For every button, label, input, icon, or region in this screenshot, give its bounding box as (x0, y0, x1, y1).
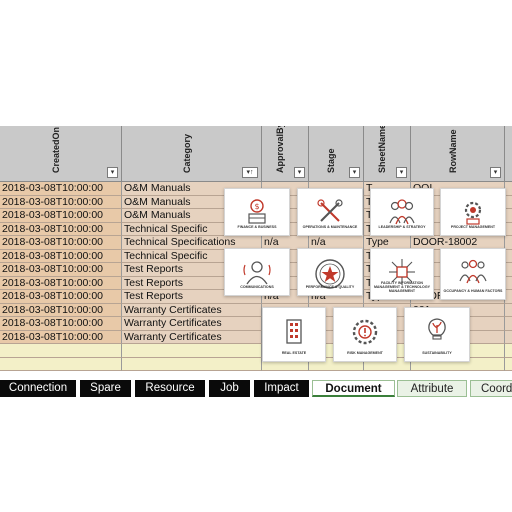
tile-label: Leadership & Strategy (378, 225, 426, 229)
cell-createdon[interactable]: 2018-03-08T10:00:00 (0, 236, 122, 250)
category-tile[interactable]: Risk Management (333, 307, 397, 362)
tile-label: Communications (240, 285, 274, 289)
tile-label: Finance & Business (237, 225, 277, 229)
tab-spare[interactable]: Spare (80, 380, 131, 397)
filter-dropdown-icon[interactable]: ▾ (294, 167, 305, 178)
cell-approvalby[interactable]: n/a (262, 236, 309, 250)
cell-category[interactable] (122, 344, 262, 358)
category-tile[interactable]: Leadership & Strategy (370, 188, 434, 236)
column-header-approvalby[interactable]: ApprovalBy ▾ (262, 126, 309, 182)
category-tile[interactable]: $ Finance & Business (224, 188, 290, 236)
cell-category[interactable]: Warranty Certificates (122, 303, 262, 317)
column-header-partial[interactable] (505, 126, 512, 182)
cell-createdon[interactable]: 2018-03-08T10:00:00 (0, 303, 122, 317)
cell-category[interactable]: Warranty Certificates (122, 330, 262, 344)
cell-createdon[interactable]: 2018-03-08T10:00:00 (0, 195, 122, 209)
tile-label: Project Management (450, 225, 496, 229)
cell-partial[interactable] (505, 195, 512, 209)
filter-dropdown-icon[interactable]: ▾ (349, 167, 360, 178)
column-header-label: Stage (326, 148, 336, 173)
tab-connection[interactable]: Connection (0, 380, 76, 397)
filter-sort-dropdown-icon[interactable]: ▾↑ (242, 167, 258, 178)
cell-createdon[interactable]: 2018-03-08T10:00:00 (0, 209, 122, 223)
cell-createdon[interactable]: 2018-03-08T10:00:00 (0, 330, 122, 344)
tile-label: Facility Information Management & Techno… (373, 281, 431, 293)
svg-text:$: $ (254, 202, 259, 211)
cell-createdon[interactable]: 2018-03-08T10:00:00 (0, 276, 122, 290)
column-header-stage[interactable]: Stage ▾ (309, 126, 364, 182)
cell-category[interactable]: Technical Specifications (122, 236, 262, 250)
cell-category[interactable]: Warranty Certificates (122, 317, 262, 331)
category-tile[interactable]: Performance & Quality (297, 248, 363, 296)
cell-partial[interactable] (505, 236, 512, 250)
cell-createdon[interactable]: 2018-03-08T10:00:00 (0, 182, 122, 196)
tile-label: Sustainability (422, 351, 452, 355)
tab-impact[interactable]: Impact (254, 380, 309, 397)
column-header-category[interactable]: Category ▾↑ (122, 126, 262, 182)
tab-job[interactable]: Job (209, 380, 250, 397)
cell-partial[interactable] (505, 290, 512, 304)
cell-partial[interactable] (505, 222, 512, 236)
column-header-rowname[interactable]: RowName ▾ (411, 126, 505, 182)
category-tile[interactable]: Facility Information Management & Techno… (370, 248, 434, 300)
tab-document[interactable]: Document (312, 380, 395, 397)
cell-createdon[interactable]: 2018-03-08T10:00:00 (0, 222, 122, 236)
cell-createdon[interactable]: 2018-03-08T10:00:00 (0, 263, 122, 277)
column-header-label: CreatedOn (50, 126, 61, 173)
column-header-sheetname[interactable]: SheetName ▾ (364, 126, 411, 182)
cell-createdon[interactable]: 2018-03-08T10:00:00 (0, 290, 122, 304)
cell-partial[interactable] (505, 249, 512, 263)
cell-partial[interactable] (505, 317, 512, 331)
column-header-createdon[interactable]: CreatedOn ▾ (0, 126, 122, 182)
category-tile[interactable]: Real Estate (262, 307, 326, 362)
filter-dropdown-icon[interactable]: ▾ (490, 167, 501, 178)
tile-label: Performance & Quality (305, 285, 355, 289)
category-tile[interactable]: Operations & Maintenance (297, 188, 363, 236)
category-tile[interactable]: Occupancy & Human Factors (440, 248, 506, 300)
column-header-label: SheetName (377, 126, 387, 173)
cell-partial[interactable] (505, 182, 512, 196)
spreadsheet: CreatedOn ▾ Category ▾↑ ApprovalBy ▾ Sta… (0, 126, 512, 376)
cell-partial[interactable] (505, 263, 512, 277)
tab-attribute[interactable]: Attribute (397, 380, 467, 397)
filter-dropdown-icon[interactable]: ▾ (396, 167, 407, 178)
cell-createdon[interactable]: 2018-03-08T10:00:00 (0, 317, 122, 331)
cell-partial[interactable] (505, 276, 512, 290)
tile-label: Occupancy & Human Factors (443, 289, 503, 293)
cell-createdon[interactable] (0, 357, 122, 371)
cell-partial[interactable] (505, 303, 512, 317)
sheet-tab-bar: Connection Spare Resource Job Impact Doc… (0, 378, 512, 399)
category-tile[interactable]: Communications (224, 248, 290, 296)
cell-partial[interactable] (505, 344, 512, 358)
cell-partial[interactable] (505, 357, 512, 371)
cell-createdon[interactable] (0, 344, 122, 358)
cell-category[interactable] (122, 357, 262, 371)
column-header-label: RowName (447, 129, 458, 173)
tile-label: Risk Management (347, 351, 383, 355)
cell-partial[interactable] (505, 330, 512, 344)
column-header-label: ApprovalBy (275, 126, 285, 173)
category-tile[interactable]: Sustainability (404, 307, 470, 362)
tab-resource[interactable]: Resource (135, 380, 205, 397)
cell-partial[interactable] (505, 209, 512, 223)
cell-createdon[interactable]: 2018-03-08T10:00:00 (0, 249, 122, 263)
column-header-label: Category (181, 133, 192, 173)
category-tile[interactable]: Project Management (440, 188, 506, 236)
filter-dropdown-icon[interactable]: ▾ (107, 167, 118, 178)
tile-label: Operations & Maintenance (302, 225, 358, 229)
cell-stage[interactable]: n/a (309, 236, 364, 250)
tab-coord[interactable]: Coord (470, 380, 512, 397)
tile-label: Real Estate (281, 351, 307, 355)
